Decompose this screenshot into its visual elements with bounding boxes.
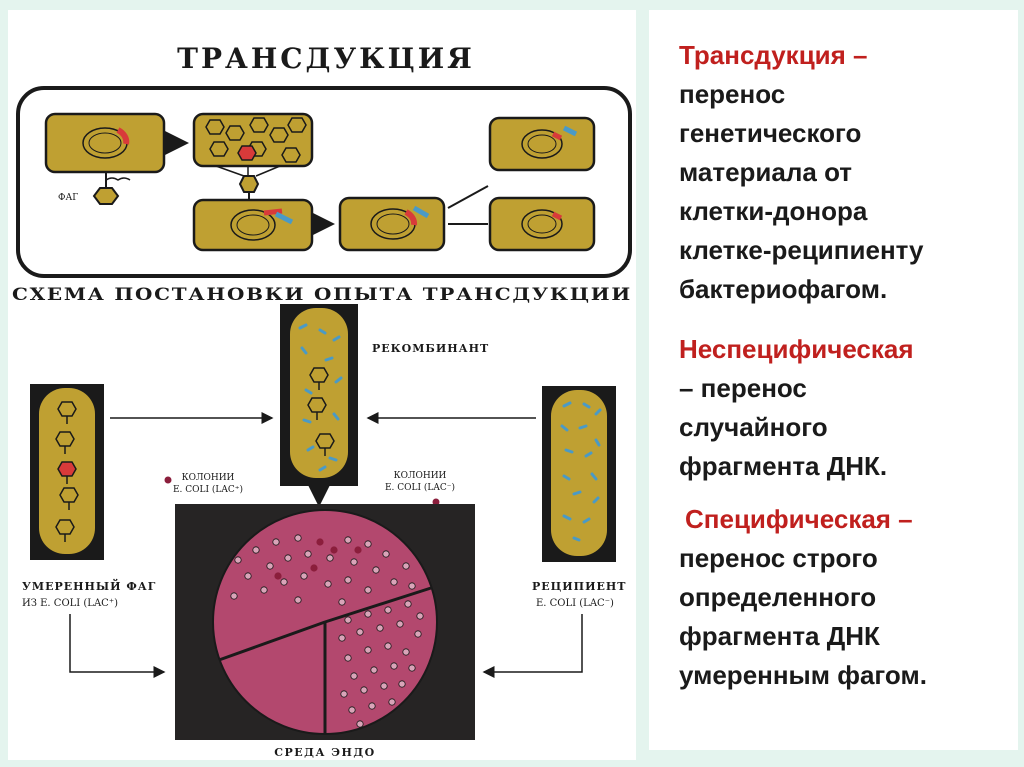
definition-line: случайного bbox=[679, 412, 828, 442]
temperate-phage-label: УМЕРЕННЫЙ ФАГ bbox=[22, 578, 156, 593]
paragraph-nonspecific: Неспецифическая – перенос случайного фра… bbox=[679, 330, 914, 486]
term-specific: Специфическая – bbox=[685, 504, 913, 534]
definition-line: клетке-реципиенту bbox=[679, 235, 924, 265]
recipient-tube bbox=[542, 386, 616, 562]
definition-line: фрагмента ДНК bbox=[679, 621, 880, 651]
definition-line: – перенос bbox=[679, 373, 807, 403]
infected-cell bbox=[192, 112, 314, 177]
schema-title: СХЕМА ПОСТАНОВКИ ОПЫТА ТРАНСДУКЦИИ bbox=[12, 285, 632, 305]
temperate-phage-source: ИЗ E. COLI (LAC⁺) bbox=[22, 598, 118, 609]
term-transduction: Трансдукция – bbox=[679, 40, 868, 70]
phage-released-icon bbox=[238, 175, 260, 200]
colonies-left-line2: E. COLI (LAC⁺) bbox=[173, 484, 243, 495]
temperate-phage-tube bbox=[30, 384, 104, 560]
daughter-cell bbox=[488, 196, 596, 252]
colony-marker-lac-minus bbox=[432, 498, 440, 506]
colonies-right-line1: КОЛОНИИ bbox=[394, 471, 447, 481]
phage-icon bbox=[92, 172, 131, 205]
recombinant-label: РЕКОМБИНАНТ bbox=[372, 342, 489, 355]
branch-line bbox=[447, 185, 489, 209]
medium-label: СРЕДА ЭНДО bbox=[274, 746, 376, 759]
definition-panel: Трансдукция – перенос генетического мате… bbox=[649, 10, 1018, 750]
daughter-cell bbox=[488, 116, 596, 172]
colony-marker-lac-plus bbox=[164, 476, 172, 484]
definition-line: фрагмента ДНК. bbox=[679, 451, 888, 481]
definition-line: перенос bbox=[679, 79, 786, 109]
paragraph-transduction: Трансдукция – перенос генетического мате… bbox=[679, 36, 924, 309]
transduction-figure: ТРАНСДУКЦИЯ ФАГ bbox=[8, 10, 636, 760]
colonies-right-line2: E. COLI (LAC⁻) bbox=[385, 482, 455, 493]
definition-line: клетки-донора bbox=[679, 196, 868, 226]
scheme-frame bbox=[16, 86, 632, 278]
recipient-cell bbox=[192, 198, 314, 252]
colonies-left-line1: КОЛОНИИ bbox=[182, 473, 235, 483]
recipient-label: РЕЦИПИЕНТ bbox=[532, 580, 626, 593]
arrow bbox=[69, 614, 166, 678]
arrow bbox=[482, 614, 583, 678]
term-nonspecific: Неспецифическая bbox=[679, 334, 914, 364]
definition-line: генетического bbox=[679, 118, 862, 148]
integration-cell bbox=[338, 196, 446, 252]
recipient-strain: E. COLI (LAC⁻) bbox=[536, 598, 614, 609]
definition-line: определенного bbox=[679, 582, 877, 612]
recombinant-tube bbox=[280, 304, 358, 486]
paragraph-specific: Специфическая – перенос строго определен… bbox=[679, 500, 927, 695]
diagram-title: ТРАНСДУКЦИЯ bbox=[177, 42, 475, 75]
transduction-diagram: ТРАНСДУКЦИЯ ФАГ bbox=[12, 42, 632, 759]
endo-plate bbox=[175, 504, 475, 740]
definition-line: перенос строго bbox=[679, 543, 878, 573]
definition-line: бактериофагом. bbox=[679, 274, 888, 304]
definition-line: материала от bbox=[679, 157, 853, 187]
definition-line: умеренным фагом. bbox=[679, 660, 927, 690]
phage-label: ФАГ bbox=[58, 193, 78, 203]
donor-cell bbox=[44, 112, 166, 174]
